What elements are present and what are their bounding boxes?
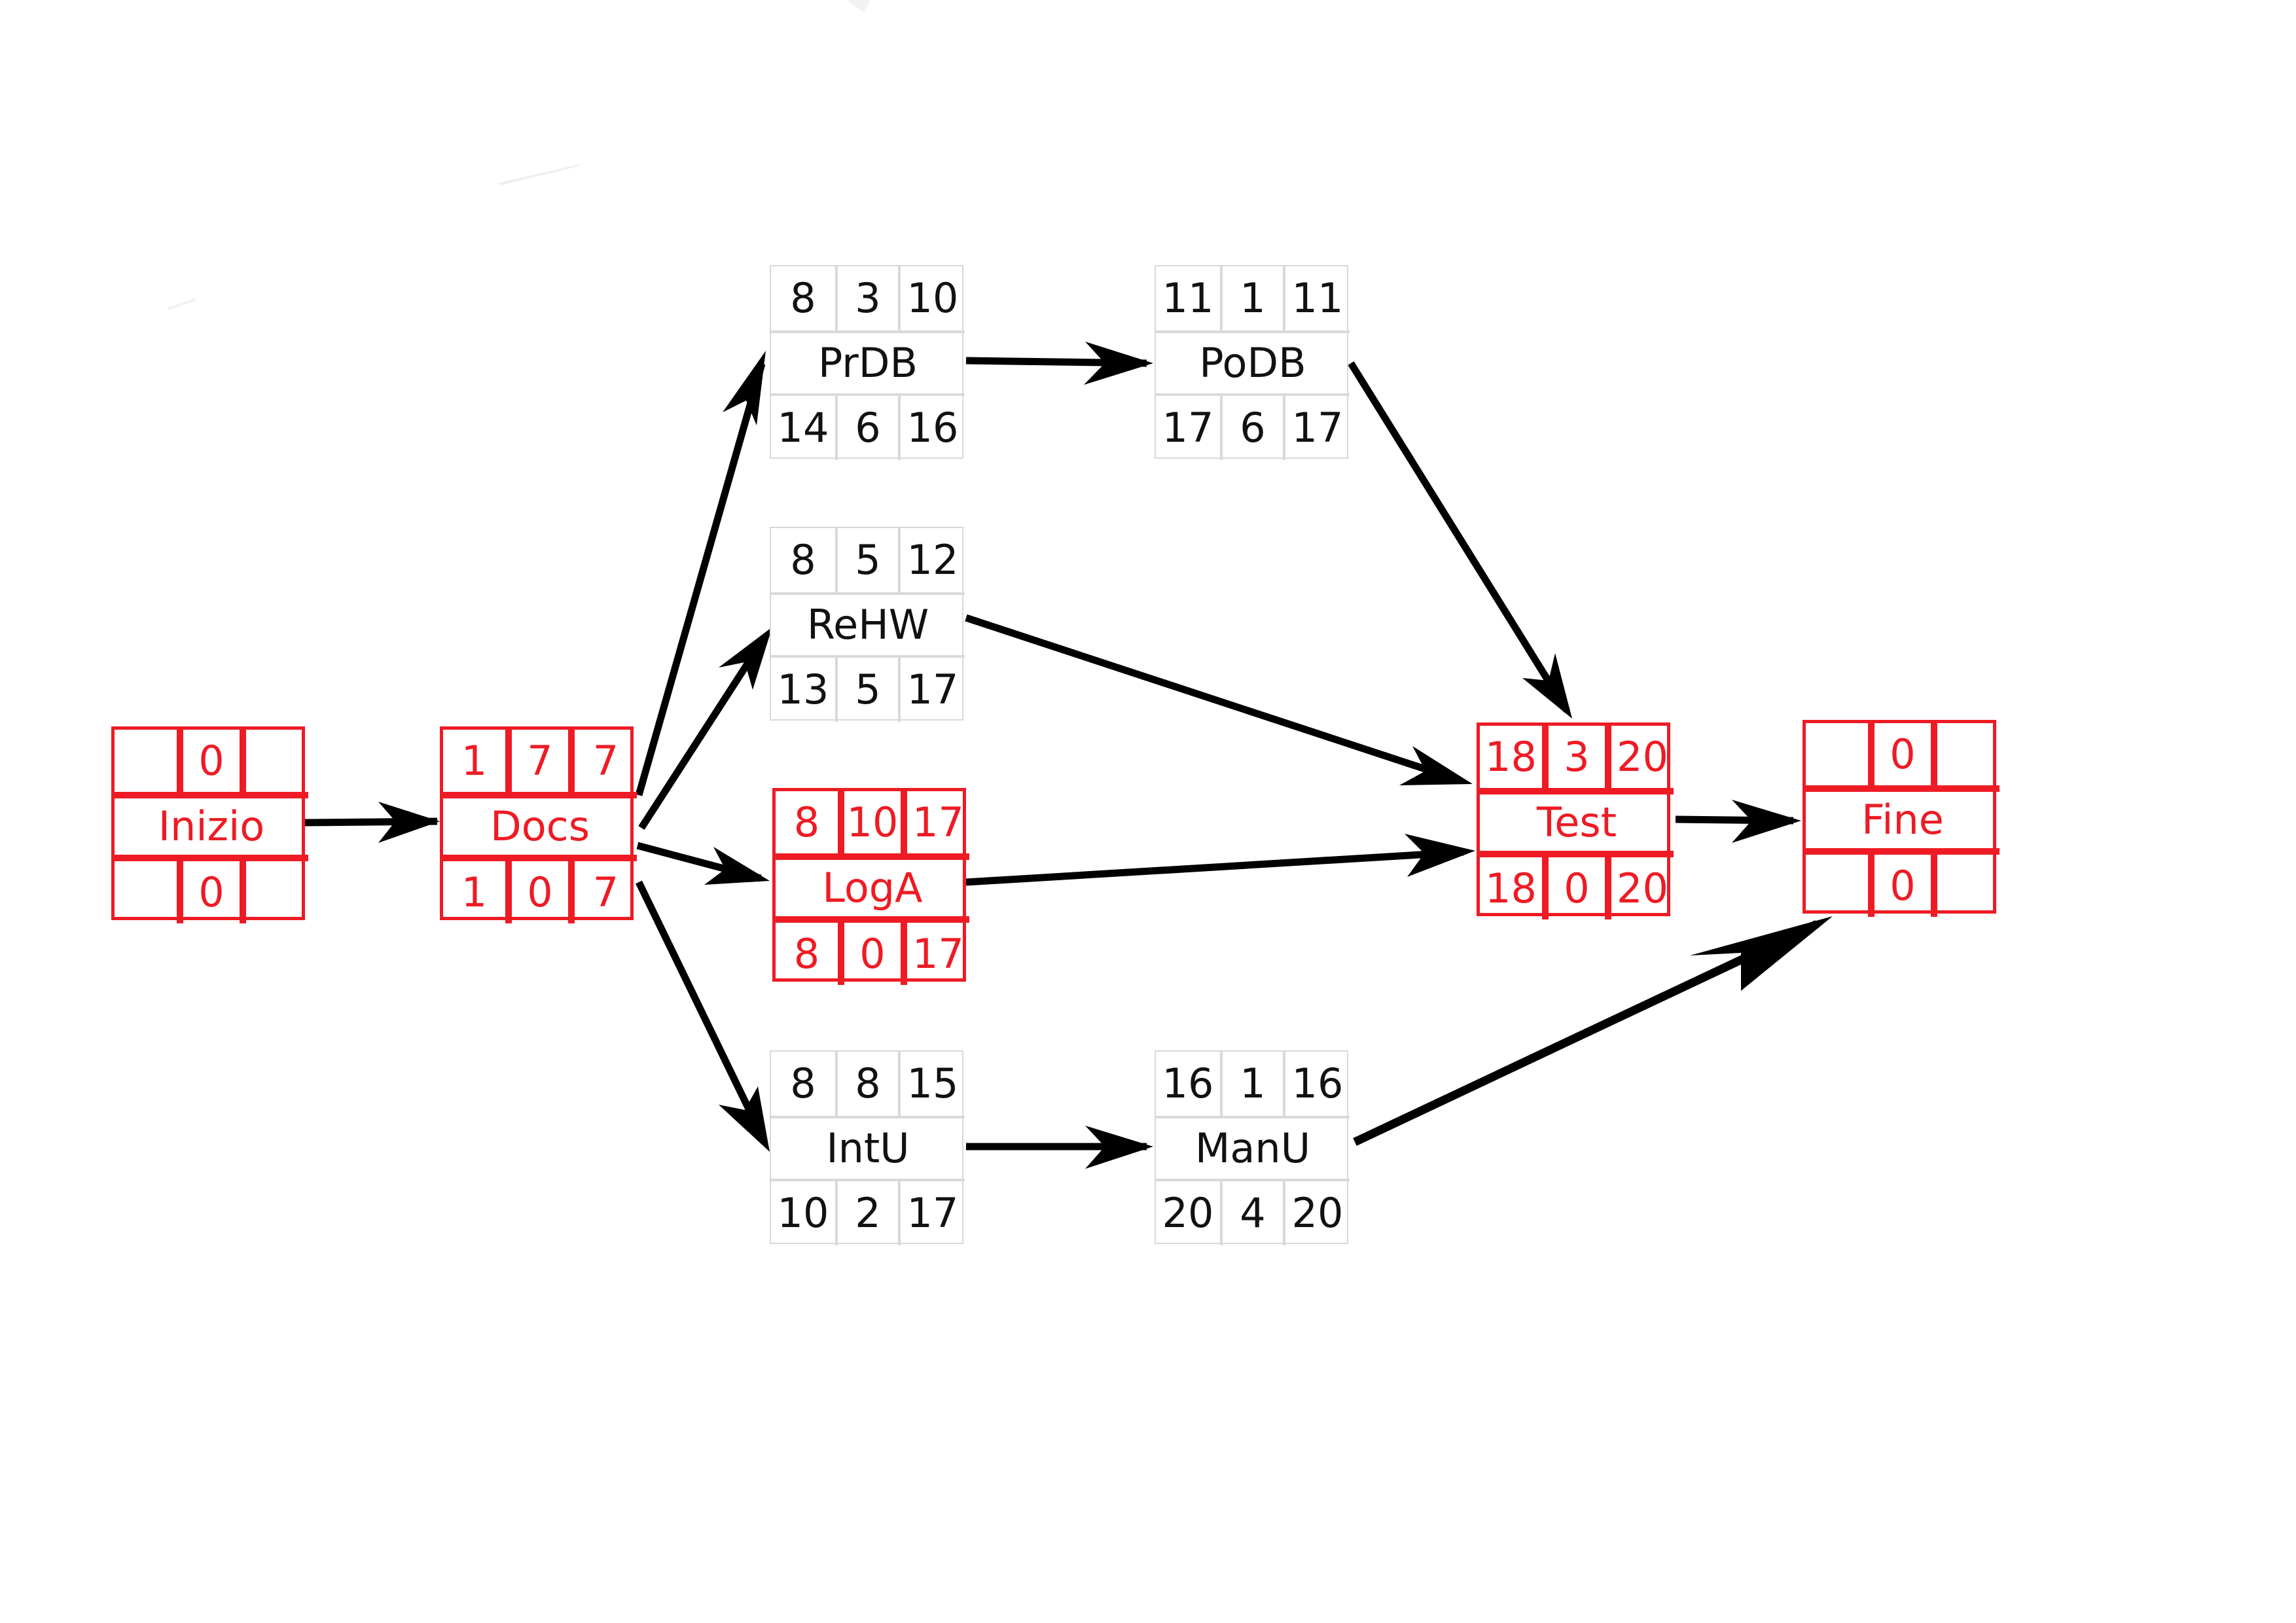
node-test-duration: 3 (1545, 726, 1608, 791)
node-manu-label: ManU (1156, 1117, 1350, 1180)
node-manu: 16 1 16 ManU 20 4 20 (1155, 1050, 1350, 1245)
node-test-slack: 0 (1545, 854, 1608, 919)
node-fine-lf (1934, 851, 2000, 917)
node-docs-duration: 7 (509, 730, 571, 795)
node-docs-label: Docs (443, 795, 637, 858)
node-rehw-ef: 12 (899, 528, 965, 594)
node-podb-ef: 11 (1284, 266, 1350, 332)
node-fine-ls (1806, 851, 1871, 917)
node-prdb: 8 3 10 PrDB 14 6 16 (770, 265, 965, 460)
node-prdb-ef: 10 (899, 266, 965, 332)
node-loga-ef: 17 (904, 791, 969, 857)
node-loga-label: LogA (776, 857, 969, 919)
edge-intu-manu (966, 1126, 1153, 1169)
node-intu: 8 8 15 IntU 10 2 17 (770, 1050, 965, 1245)
node-podb-ls: 17 (1156, 395, 1221, 460)
node-fine-ef (1934, 723, 2000, 789)
node-prdb-label: PrDB (771, 332, 965, 395)
faint-stroke-mid (497, 164, 583, 185)
node-loga-duration: 10 (841, 791, 904, 857)
node-prdb-ls: 14 (771, 395, 836, 460)
node-test-ls: 18 (1480, 854, 1545, 919)
node-fine-label: Fine (1806, 789, 2000, 851)
node-docs-ef: 7 (571, 730, 637, 795)
node-docs: 1 7 7 Docs 1 0 7 (440, 726, 637, 923)
node-test-ef: 20 (1608, 726, 1674, 791)
node-prdb-duration: 3 (836, 266, 899, 332)
edge-podb-test (1348, 361, 1572, 719)
node-intu-ls: 10 (771, 1180, 836, 1245)
node-manu-ls: 20 (1156, 1180, 1221, 1245)
node-loga-slack: 0 (841, 919, 904, 985)
node-test-es: 18 (1480, 726, 1545, 791)
node-test-label: Test (1480, 791, 1674, 854)
edge-inizio-docs (304, 802, 440, 843)
node-rehw: 8 5 12 ReHW 13 5 17 (770, 527, 965, 722)
node-test: 18 3 20 Test 18 0 20 (1477, 722, 1674, 919)
node-manu-es: 16 (1156, 1052, 1221, 1117)
node-loga-ls: 8 (776, 919, 841, 985)
node-rehw-ls: 13 (771, 656, 836, 722)
node-inizio-lf (243, 858, 308, 923)
node-prdb-es: 8 (771, 266, 836, 332)
node-docs-es: 1 (443, 730, 509, 795)
node-podb-lf: 17 (1284, 395, 1350, 460)
node-loga-lf: 17 (904, 919, 969, 985)
node-manu-duration: 1 (1221, 1052, 1284, 1117)
node-podb-duration: 1 (1221, 266, 1284, 332)
edge-rehw-test (965, 614, 1473, 785)
edge-docs-prdb (635, 351, 766, 796)
node-inizio-label: Inizio (115, 795, 308, 858)
faint-shard-top (848, 0, 870, 13)
edge-manu-fine (1353, 916, 1833, 1146)
node-podb-es: 11 (1156, 266, 1221, 332)
faint-stroke-left (167, 298, 196, 310)
edge-docs-loga (636, 842, 770, 885)
node-fine-duration: 0 (1871, 723, 1934, 789)
node-test-lf: 20 (1608, 854, 1674, 919)
node-manu-slack: 4 (1221, 1180, 1284, 1245)
node-prdb-slack: 6 (836, 395, 899, 460)
edge-docs-intu (636, 880, 770, 1152)
node-manu-ef: 16 (1284, 1052, 1350, 1117)
node-rehw-es: 8 (771, 528, 836, 594)
node-intu-label: IntU (771, 1117, 965, 1180)
node-podb-slack: 6 (1221, 395, 1284, 460)
edge-test-fine (1675, 800, 1801, 843)
node-docs-lf: 7 (571, 858, 637, 923)
node-fine: 0 Fine 0 (1803, 720, 2000, 917)
node-fine-slack: 0 (1871, 851, 1934, 917)
node-inizio-es (115, 730, 180, 795)
node-rehw-slack: 5 (836, 656, 899, 722)
node-rehw-duration: 5 (836, 528, 899, 594)
node-intu-lf: 17 (899, 1180, 965, 1245)
edge-docs-rehw (638, 627, 772, 830)
node-docs-slack: 0 (509, 858, 571, 923)
node-loga: 8 10 17 LogA 8 0 17 (772, 788, 969, 985)
node-inizio-slack: 0 (180, 858, 243, 923)
node-inizio-ls (115, 858, 180, 923)
node-fine-es (1806, 723, 1871, 789)
node-prdb-lf: 16 (899, 395, 965, 460)
node-inizio-ef (243, 730, 308, 795)
node-inizio: 0 Inizio 0 (111, 726, 308, 923)
node-intu-ef: 15 (899, 1052, 965, 1117)
node-inizio-duration: 0 (180, 730, 243, 795)
node-rehw-label: ReHW (771, 594, 965, 656)
faint-stroke-marks (167, 0, 870, 310)
node-intu-slack: 2 (836, 1180, 899, 1245)
edge-loga-test (965, 834, 1475, 886)
node-manu-lf: 20 (1284, 1180, 1350, 1245)
edge-prdb-podb (965, 342, 1153, 385)
node-intu-duration: 8 (836, 1052, 899, 1117)
node-podb: 11 1 11 PoDB 17 6 17 (1155, 265, 1350, 460)
node-docs-ls: 1 (443, 858, 509, 923)
node-loga-es: 8 (776, 791, 841, 857)
node-rehw-lf: 17 (899, 656, 965, 722)
node-podb-label: PoDB (1156, 332, 1350, 395)
node-intu-es: 8 (771, 1052, 836, 1117)
